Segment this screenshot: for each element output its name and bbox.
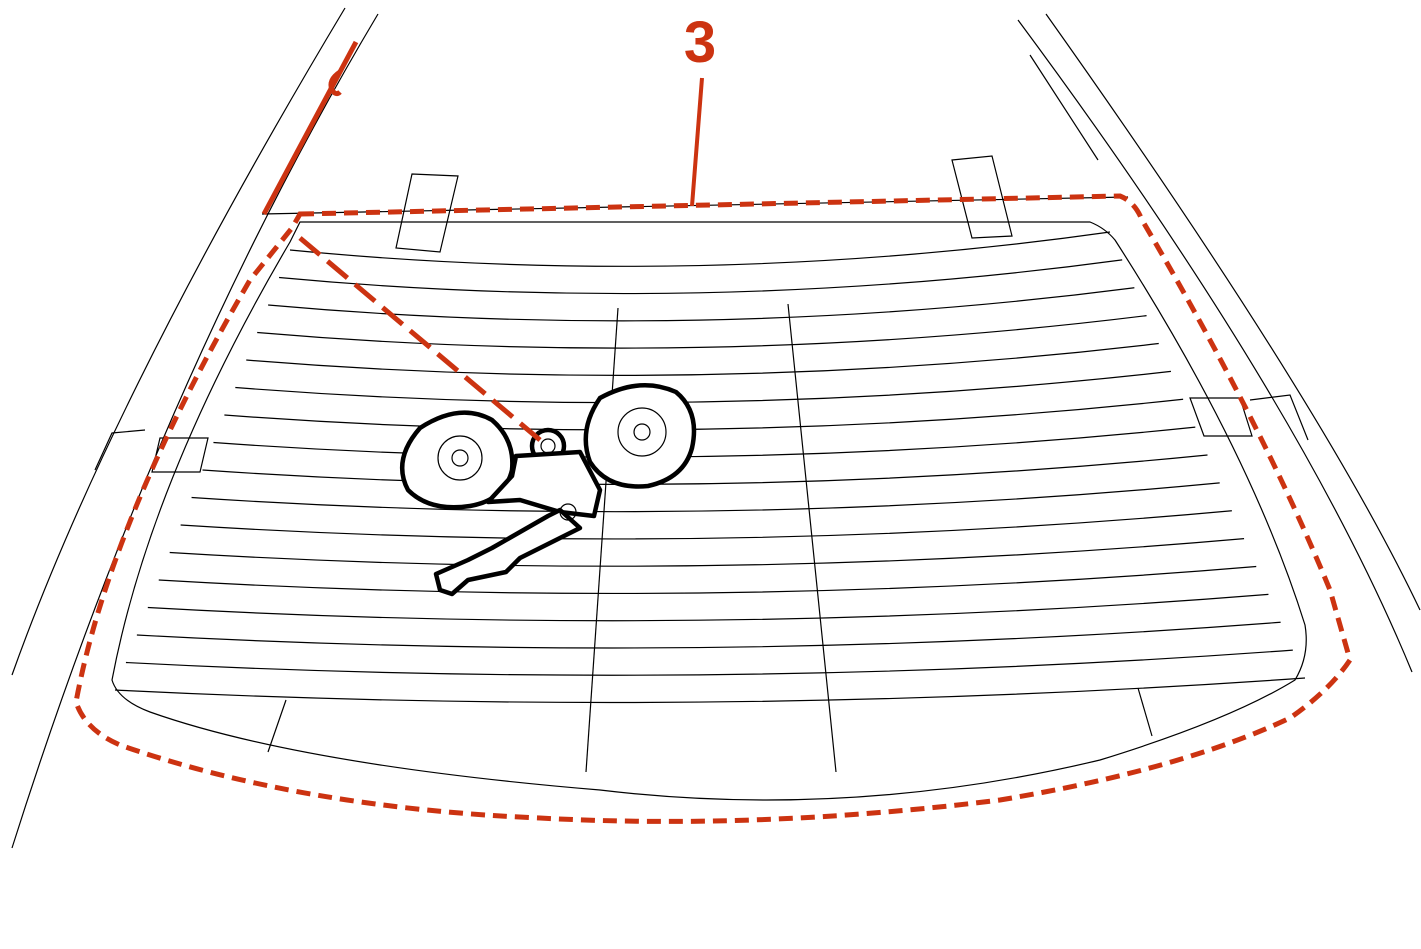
rear-window-glass bbox=[111, 221, 1307, 801]
car-body-outline bbox=[11, 7, 1421, 849]
defroster-line bbox=[158, 565, 1257, 595]
defroster-line bbox=[224, 398, 1184, 431]
defroster-line bbox=[257, 315, 1147, 349]
defroster-line bbox=[235, 370, 1172, 404]
defroster-bus-lines bbox=[267, 303, 1153, 773]
callout-3-outline bbox=[73, 193, 1353, 824]
defroster-line bbox=[191, 482, 1220, 513]
defroster-line bbox=[114, 677, 1306, 704]
defroster-line bbox=[246, 342, 1159, 376]
defroster-line bbox=[180, 510, 1232, 540]
defroster-line bbox=[169, 538, 1245, 567]
defroster-grid bbox=[114, 231, 1306, 704]
window-removal-tool bbox=[399, 383, 697, 597]
defroster-line bbox=[213, 426, 1196, 458]
defroster-line bbox=[289, 231, 1111, 267]
cutting-wire bbox=[261, 40, 542, 442]
defroster-line bbox=[202, 454, 1208, 486]
defroster-line bbox=[147, 593, 1269, 622]
callout-3: 3 bbox=[684, 10, 716, 207]
callout-number-3: 3 bbox=[684, 10, 716, 75]
defroster-line bbox=[279, 259, 1123, 295]
defroster-line bbox=[125, 649, 1293, 676]
defroster-line bbox=[136, 621, 1281, 649]
